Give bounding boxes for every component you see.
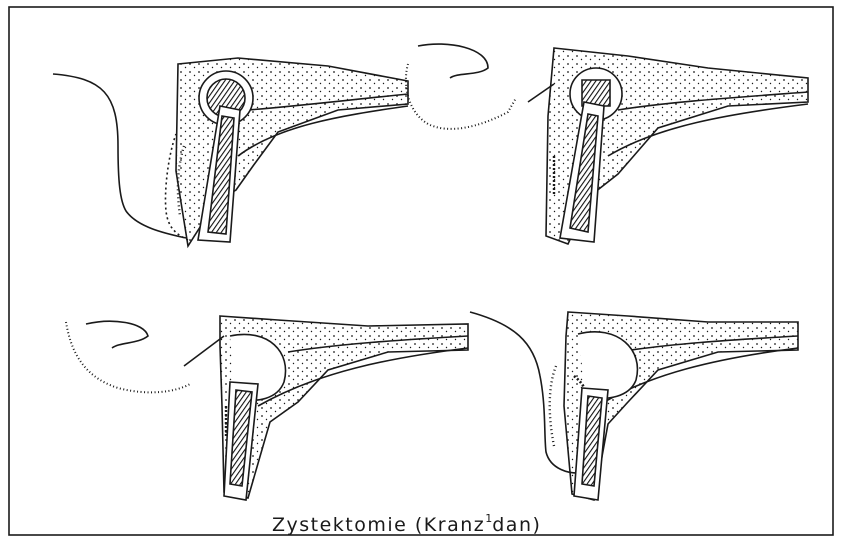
illustration-frame: Zystektomie (Kranz1dan) [8, 6, 834, 536]
panel-bottom-right [470, 312, 798, 500]
lip-flap-outline [66, 322, 190, 392]
figure-caption: Zystektomie (Kranz1dan) [272, 512, 592, 538]
lip-flap-outline [406, 64, 516, 129]
panel-top-right [406, 44, 808, 244]
caption-main: Zystektomie (Kranz [272, 514, 485, 536]
panel-bottom-left [66, 316, 468, 500]
incision-line [184, 336, 224, 366]
lip-flap-top [86, 321, 148, 348]
caption-tail: dan) [492, 514, 541, 536]
panel-top-left [53, 58, 408, 246]
lip-inner-edge [550, 366, 556, 446]
zystektomie-diagram [8, 6, 834, 536]
lip-flap-top [418, 44, 488, 78]
